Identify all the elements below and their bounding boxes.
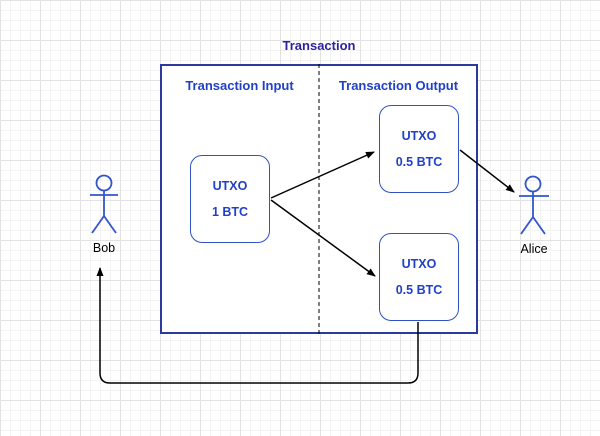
diagram-title: Transaction (282, 38, 356, 53)
utxo-output-bottom-amount: 0.5 BTC (395, 283, 443, 297)
utxo-output-top-title: UTXO (401, 129, 437, 143)
arrow-output-top-to-alice (459, 149, 515, 193)
bob-leg-right (103, 215, 117, 234)
alice-figure (519, 175, 549, 235)
arrow-output-bottom-to-bob (96, 267, 419, 384)
utxo-output-top-amount: 0.5 BTC (395, 155, 443, 169)
bob-figure (90, 174, 118, 234)
alice-leg-right (532, 216, 546, 235)
bob-head (95, 174, 113, 192)
transaction-input-label: Transaction Input (185, 78, 294, 93)
utxo-output-top-node: UTXO 0.5 BTC (379, 105, 459, 193)
utxo-input-node: UTXO 1 BTC (190, 155, 270, 243)
utxo-input-amount: 1 BTC (211, 205, 249, 219)
bob-label: Bob (92, 241, 116, 255)
alice-label: Alice (520, 242, 548, 256)
utxo-output-bottom-title: UTXO (401, 257, 437, 271)
arrow-input-to-output-bottom (270, 199, 376, 277)
alice-head (524, 175, 542, 193)
bob-leg-left (91, 215, 105, 234)
transaction-output-label: Transaction Output (338, 78, 459, 93)
utxo-input-title: UTXO (212, 179, 248, 193)
alice-leg-left (520, 216, 534, 235)
arrow-input-to-output-top (270, 151, 375, 199)
utxo-output-bottom-node: UTXO 0.5 BTC (379, 233, 459, 321)
